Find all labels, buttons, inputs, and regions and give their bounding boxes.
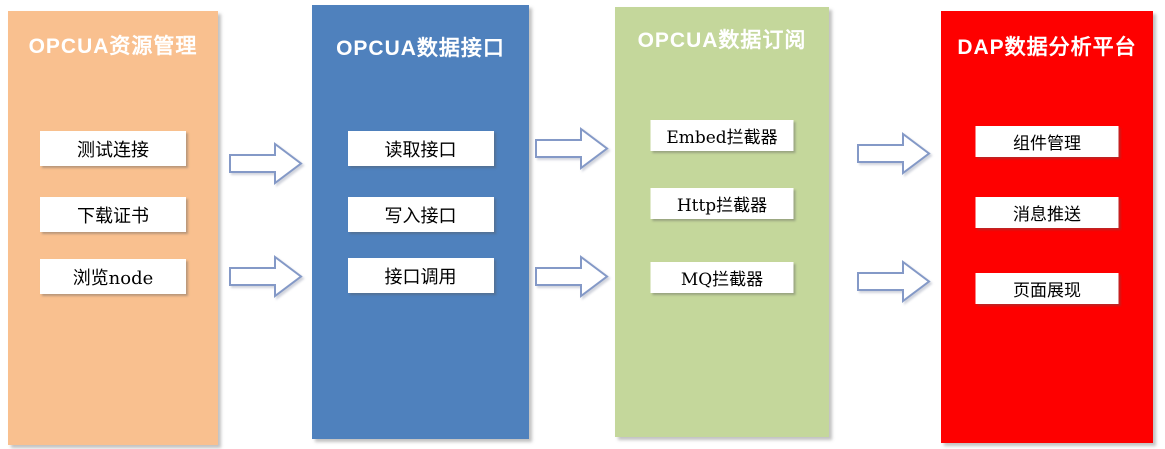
panel-opcua-resource-title: OPCUA资源管理 xyxy=(28,35,198,58)
panel-dap-platform-title: DAP数据分析平台 xyxy=(957,36,1137,59)
node-mq-interceptor: MQ拦截器 xyxy=(650,262,794,293)
node-interface-call: 接口调用 xyxy=(347,258,494,293)
right-arrow-icon xyxy=(535,127,609,170)
panel-opcua-data-subscribe-title: OPCUA数据订阅 xyxy=(637,29,807,52)
node-test-connection: 测试连接 xyxy=(40,131,186,166)
right-arrow-icon xyxy=(857,132,931,175)
right-arrow-icon xyxy=(229,142,303,185)
node-component-management: 组件管理 xyxy=(975,126,1119,157)
node-read-interface: 读取接口 xyxy=(347,131,494,166)
panel-opcua-data-subscribe: OPCUA数据订阅 Embed拦截器 Http拦截器 MQ拦截器 xyxy=(615,7,829,437)
panel-opcua-data-interface: OPCUA数据接口 读取接口 写入接口 接口调用 xyxy=(312,5,529,439)
node-download-certificate: 下载证书 xyxy=(40,197,186,232)
node-page-display: 页面展现 xyxy=(975,273,1119,304)
right-arrow-icon xyxy=(535,255,609,298)
node-http-interceptor: Http拦截器 xyxy=(650,188,794,219)
panel-dap-platform: DAP数据分析平台 组件管理 消息推送 页面展现 xyxy=(941,11,1153,443)
right-arrow-icon xyxy=(229,255,303,298)
node-write-interface: 写入接口 xyxy=(347,197,494,232)
right-arrow-icon xyxy=(857,260,931,303)
node-embed-interceptor: Embed拦截器 xyxy=(650,120,794,151)
node-browse-node: 浏览node xyxy=(40,259,186,294)
node-message-push: 消息推送 xyxy=(975,197,1119,228)
panel-opcua-data-interface-title: OPCUA数据接口 xyxy=(336,37,505,60)
panel-opcua-resource: OPCUA资源管理 测试连接 下载证书 浏览node xyxy=(8,11,218,445)
